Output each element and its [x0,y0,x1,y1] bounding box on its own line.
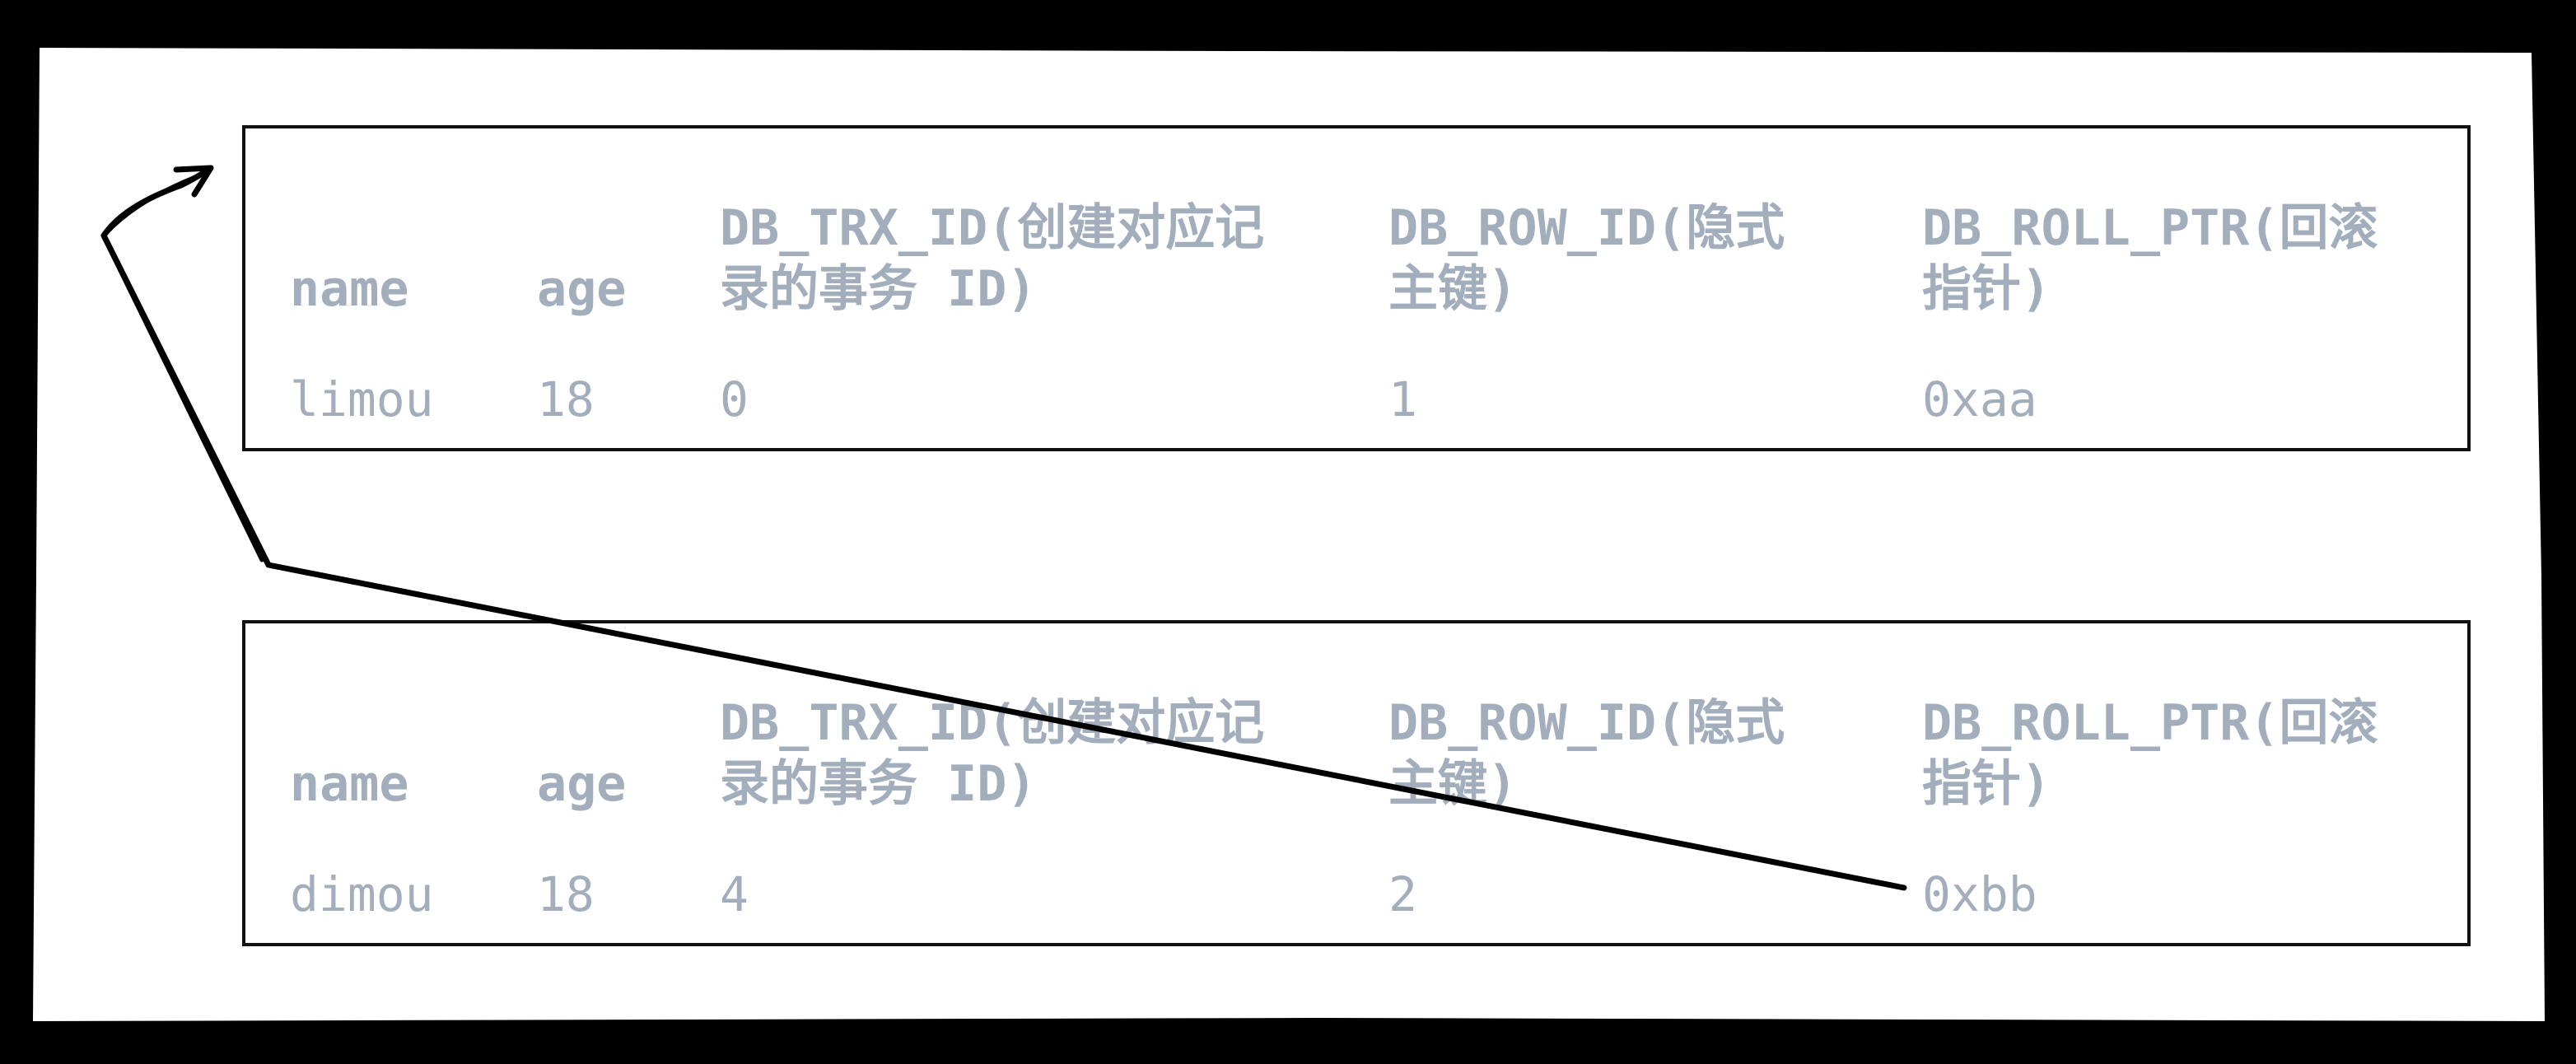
value-row-id: 2 [1388,866,1417,922]
value-row-id: 1 [1388,371,1417,427]
header-age: age [537,260,627,318]
header-row-id: DB_ROW_ID(隐式 主键) [1388,694,1785,813]
value-name: dimou [290,866,434,922]
value-roll-ptr: 0xbb [1922,866,2037,922]
value-name: limou [290,371,434,427]
header-age: age [537,755,627,813]
value-age: 18 [537,866,595,922]
header-roll-ptr: DB_ROLL_PTR(回滚 指针) [1922,199,2378,318]
value-roll-ptr: 0xaa [1922,371,2037,427]
value-age: 18 [537,371,595,427]
header-name: name [290,755,409,813]
header-trx-id: DB_TRX_ID(创建对应记 录的事务 ID) [720,199,1265,318]
record-current-version: name age DB_TRX_ID(创建对应记 录的事务 ID) DB_ROW… [242,620,2471,946]
header-name: name [290,260,409,318]
header-trx-id: DB_TRX_ID(创建对应记 录的事务 ID) [720,694,1265,813]
value-trx-id: 0 [720,371,749,427]
header-row-id: DB_ROW_ID(隐式 主键) [1388,199,1785,318]
value-trx-id: 4 [720,866,749,922]
record-old-version: name age DB_TRX_ID(创建对应记 录的事务 ID) DB_ROW… [242,125,2471,451]
header-roll-ptr: DB_ROLL_PTR(回滚 指针) [1922,694,2378,813]
